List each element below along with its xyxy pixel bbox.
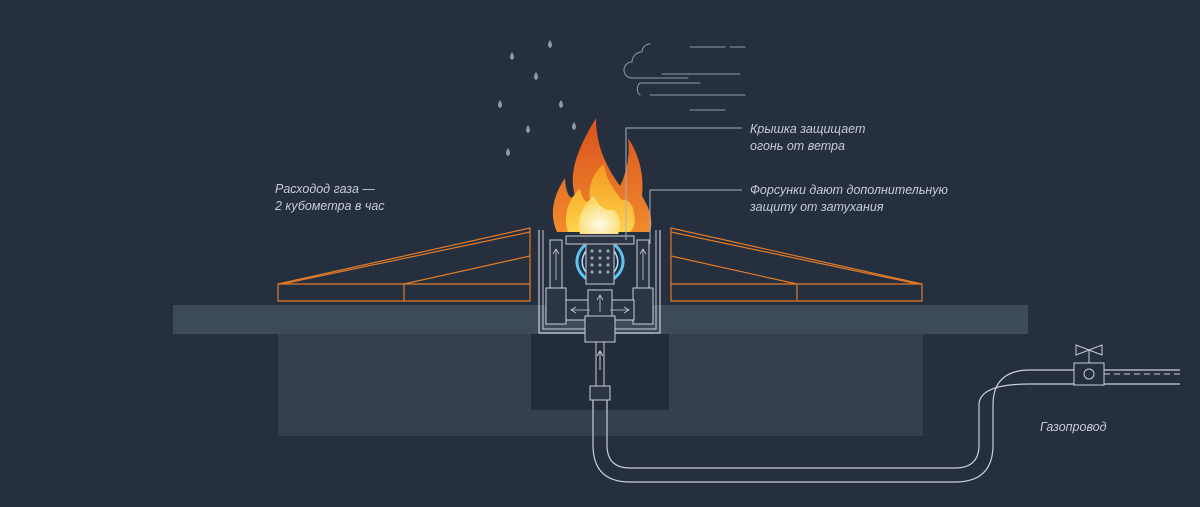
cover-line-2: огонь от ветра (750, 139, 845, 153)
burner-cap (565, 235, 635, 245)
gas-flow-line-1: Расходод газа — (275, 182, 375, 196)
gas-flow-annotation: Расходод газа — 2 кубометра в час (275, 181, 385, 215)
nozzles-annotation: Форсунки дают дополнительную защиту от з… (750, 182, 948, 216)
left-bench (277, 227, 531, 302)
burner-holes (590, 249, 610, 274)
pipeline-label: Газопровод (1040, 419, 1107, 436)
flame-inner (578, 196, 621, 234)
gas-flow-line-2: 2 кубометра в час (275, 199, 385, 213)
valve-icon (1073, 344, 1180, 386)
nozzles-line-1: Форсунки дают дополнительную (750, 183, 948, 197)
gas-pipeline (592, 369, 1180, 483)
side-nozzles (545, 239, 654, 325)
cover-line-1: Крышка защищает (750, 122, 866, 136)
cover-annotation: Крышка защищает огонь от ветра (750, 121, 865, 155)
blue-flame (575, 244, 625, 282)
leader-lines (625, 127, 742, 244)
nozzles-line-2: защиту от затухания (750, 200, 884, 214)
feed-pipe (589, 342, 611, 401)
wind-icon (623, 43, 746, 111)
raindrop-icon (498, 40, 576, 156)
right-bench (670, 227, 923, 302)
pipeline-label-text: Газопровод (1040, 420, 1107, 434)
